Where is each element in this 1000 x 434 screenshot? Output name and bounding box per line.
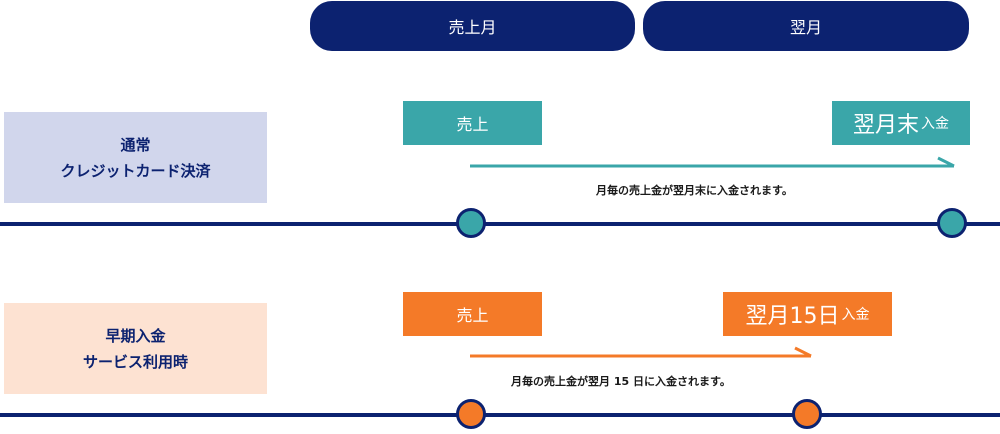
row-normal-label-line1: 通常 xyxy=(120,135,151,154)
row-normal-label-line2: クレジットカード決済 xyxy=(60,161,211,180)
row-early-timeline xyxy=(0,413,1000,417)
row-normal-arrow xyxy=(470,156,955,168)
row-early-deposit-tag: 翌月15日 入金 xyxy=(723,292,892,336)
row-normal-deposit-tag-sub: 入金 xyxy=(921,116,949,132)
header-sale-month-label: 売上月 xyxy=(448,18,497,37)
row-normal-timeline xyxy=(0,222,1000,226)
row-normal-deposit-tag: 翌月末 入金 xyxy=(832,101,970,145)
row-early-label-line1: 早期入金 xyxy=(105,326,166,345)
row-early-deposit-tag-sub: 入金 xyxy=(841,307,870,323)
row-normal-deposit-point xyxy=(937,208,967,238)
header-next-month: 翌月 xyxy=(643,1,969,51)
row-normal-sale-point xyxy=(456,208,486,238)
row-early-sale-tag-label: 売上 xyxy=(456,306,489,325)
row-early-sale-tag: 売上 xyxy=(403,292,542,336)
header-next-month-label: 翌月 xyxy=(789,18,822,37)
row-normal-deposit-tag-main: 翌月末 xyxy=(852,113,919,138)
row-early-deposit-point xyxy=(792,399,822,429)
row-early-sale-point xyxy=(456,399,486,429)
row-early-label-line2: サービス利用時 xyxy=(82,352,188,371)
row-early-arrow xyxy=(470,346,812,358)
header-sale-month: 売上月 xyxy=(310,1,635,51)
row-normal-sale-tag-label: 売上 xyxy=(456,115,489,134)
row-early-note: 月毎の売上金が翌月 15 日に入金されます。 xyxy=(511,375,731,388)
row-early-label: 早期入金 サービス利用時 xyxy=(4,303,267,394)
row-normal-sale-tag: 売上 xyxy=(403,101,542,145)
row-early-deposit-tag-main: 翌月15日 xyxy=(745,304,840,329)
row-normal-label: 通常 クレジットカード決済 xyxy=(4,112,267,203)
row-normal-note: 月毎の売上金が翌月末に入金されます。 xyxy=(596,184,793,197)
